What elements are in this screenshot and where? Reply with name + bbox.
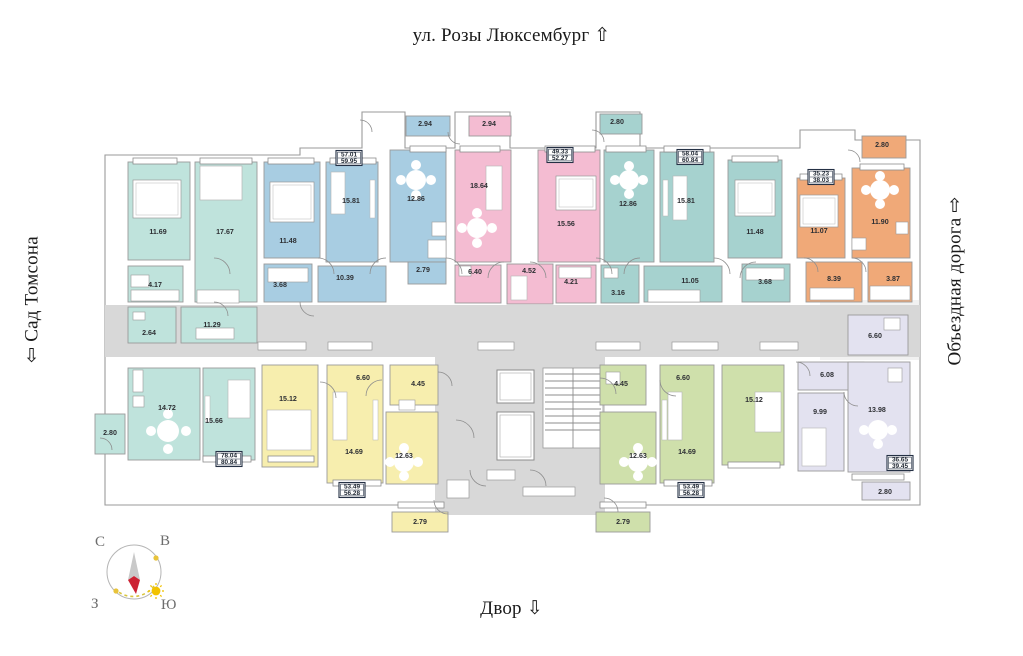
room-area-label: 14.69 xyxy=(345,448,363,456)
room-area-label: 2.79 xyxy=(416,266,430,274)
apartment-living-area: 36.65 xyxy=(892,457,908,464)
apt-green[interactable] xyxy=(595,364,785,533)
room-area-label: 4.52 xyxy=(522,267,536,275)
apartment-living-area: 49.33 xyxy=(552,149,568,156)
room-area-label: 4.45 xyxy=(411,380,425,388)
room-area-label: 12.86 xyxy=(407,195,425,203)
room-area-label: 17.67 xyxy=(216,228,234,236)
room-area-label: 14.69 xyxy=(678,448,696,456)
apt-teal-right[interactable] xyxy=(599,113,791,304)
room-area-label: 8.39 xyxy=(827,275,841,283)
room-area-label: 3.16 xyxy=(611,289,625,297)
street-label-top: ул. Розы Люксембург ⇧ xyxy=(412,25,611,46)
room-area-label: 4.45 xyxy=(614,380,628,388)
room-area-label: 14.72 xyxy=(158,404,176,412)
room-area-label: 11.48 xyxy=(279,237,296,245)
room-area-label: 3.68 xyxy=(273,281,287,289)
room-area-label: 12.63 xyxy=(395,452,413,460)
apartment-living-area: 53.49 xyxy=(344,484,360,491)
room-area-label: 2.80 xyxy=(878,488,892,496)
room-area-label: 4.17 xyxy=(148,281,162,289)
room-area-label: 15.81 xyxy=(342,197,360,205)
apartment-total-area: 60.84 xyxy=(682,157,698,164)
compass-arc xyxy=(115,585,155,598)
sun-icon xyxy=(148,583,164,599)
room-area-label: 15.56 xyxy=(557,220,575,228)
room-area-label: 2.80 xyxy=(610,118,624,126)
apt-blue-left[interactable] xyxy=(263,115,451,303)
apartment-living-area: 57.01 xyxy=(341,152,357,159)
room-area-label: 6.08 xyxy=(820,371,834,379)
room-area-label: 13.98 xyxy=(868,406,886,414)
apartment-total-area: 80.84 xyxy=(221,459,237,466)
compass-rose: С В З Ю xyxy=(78,518,190,622)
room-area-label: 2.80 xyxy=(103,429,117,437)
room-area-label: 10.39 xyxy=(336,274,354,282)
apt-teal-left-bottom[interactable] xyxy=(94,367,256,461)
room-area-label: 15.81 xyxy=(677,197,695,205)
apartment-total-area: 39.45 xyxy=(892,463,908,470)
needle-north xyxy=(128,552,140,580)
apartment-living-area: 35.23 xyxy=(813,171,829,178)
compass-north-label: С xyxy=(95,534,106,550)
room-area-label: 9.99 xyxy=(813,408,827,416)
room-area-label: 11.07 xyxy=(810,227,827,235)
room-area-label: 4.21 xyxy=(564,278,578,286)
apartment-total-area: 56.28 xyxy=(683,490,699,497)
room-area-label: 11.48 xyxy=(746,228,763,236)
room-area-label: 15.66 xyxy=(205,417,223,425)
apt-yellow[interactable] xyxy=(261,364,449,533)
apartment-living-area: 53.49 xyxy=(683,484,699,491)
room-area-label: 18.64 xyxy=(470,182,488,190)
room-area-label: 2.79 xyxy=(616,518,630,526)
room-area-label: 15.12 xyxy=(279,395,297,403)
room-area-label: 6.60 xyxy=(868,332,882,340)
compass-west-label: З xyxy=(91,596,99,612)
room-area-label: 6.60 xyxy=(676,374,690,382)
room-area-label: 2.64 xyxy=(142,329,156,337)
corridor-wall-ticks xyxy=(257,341,799,351)
door-swings xyxy=(99,119,867,515)
room-area-label: 2.79 xyxy=(413,518,427,526)
room-area-label: 11.69 xyxy=(149,228,166,236)
apt-pink[interactable] xyxy=(454,115,601,305)
room-area-label: 12.86 xyxy=(619,200,637,208)
apt-teal-left-top[interactable] xyxy=(127,161,258,344)
apartment-total-area: 38.03 xyxy=(813,177,829,184)
apt-lavender[interactable] xyxy=(797,314,911,501)
street-label-bottom: Двор ⇩ xyxy=(480,598,543,619)
room-area-label: 2.94 xyxy=(418,120,432,128)
room-area-label: 11.90 xyxy=(871,218,888,226)
room-area-label: 3.87 xyxy=(886,275,900,283)
room-area-label: 12.63 xyxy=(629,452,647,460)
needle-south xyxy=(128,576,140,594)
room-area-label: 11.29 xyxy=(203,321,220,329)
room-area-label: 6.40 xyxy=(468,268,482,276)
apartment-living-area: 78.04 xyxy=(221,453,237,460)
room-area-label: 15.12 xyxy=(745,396,763,404)
apartment-total-area: 52.27 xyxy=(552,155,568,162)
room-area-label: 3.68 xyxy=(758,278,772,286)
room-area-label: 11.05 xyxy=(681,277,698,285)
compass-south-label: Ю xyxy=(161,597,177,613)
room-area-label: 6.60 xyxy=(356,374,370,382)
apartment-total-area: 56.28 xyxy=(344,490,360,497)
room-area-label: 2.80 xyxy=(875,141,889,149)
room-area-label: 2.94 xyxy=(482,120,496,128)
compass-east-label: В xyxy=(160,533,171,549)
apartment-total-area: 59.95 xyxy=(341,158,357,165)
apartment-living-area: 58.04 xyxy=(682,151,698,158)
apt-orange[interactable] xyxy=(796,135,913,303)
